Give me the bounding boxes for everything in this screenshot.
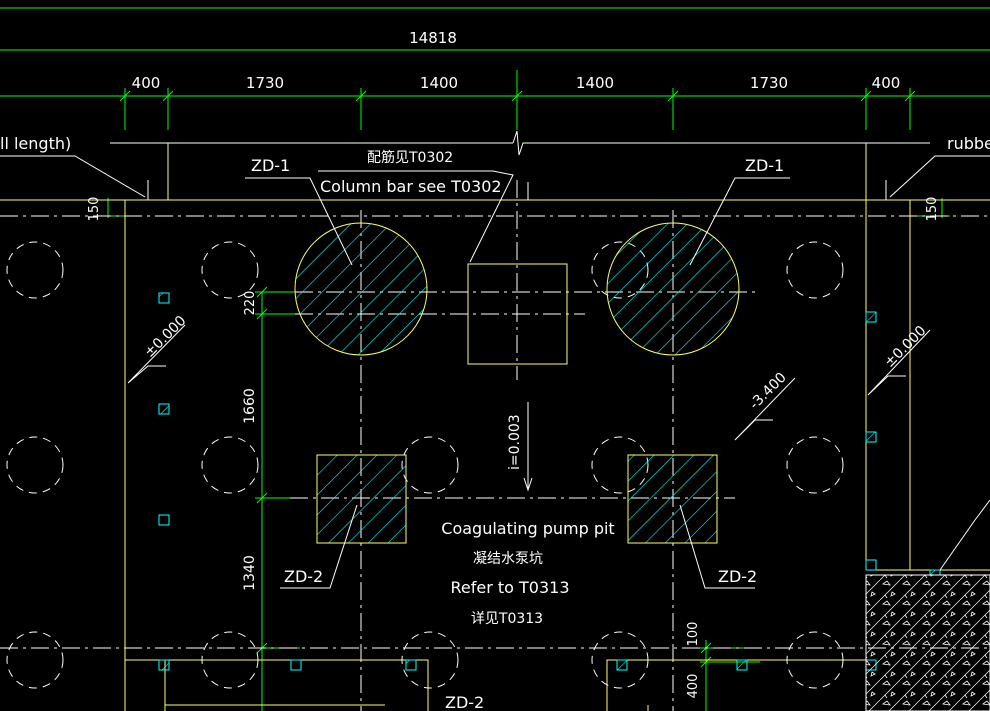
dim-seg-2: 1730 [246, 74, 284, 92]
wall-break-line [939, 499, 990, 571]
dim-seg-6: 400 [872, 74, 901, 92]
pit-refer-cn: 详见T0313 [471, 611, 543, 627]
embedded-parts [158, 292, 941, 671]
zd2-bottom-label: ZD-2 [445, 693, 484, 711]
dim-overall: 14818 [409, 29, 457, 47]
columns [294, 222, 740, 544]
pit-title-cn: 凝结水泵坑 [473, 551, 543, 567]
leader-lines [0, 155, 990, 589]
dimension-lines [0, 7, 990, 711]
column-zd2-right [627, 454, 718, 544]
left-wall-note: ll length) [0, 134, 71, 153]
column-zd1-left [294, 222, 428, 356]
dim-bottom-right-1: 100 [686, 622, 701, 647]
column-zd2-left [316, 454, 407, 544]
level-left: ±0.000 [142, 313, 190, 361]
zd2-left-label: ZD-2 [284, 567, 323, 586]
dim-seg-3: 1400 [420, 74, 458, 92]
right-wall-note: rubbe [947, 134, 990, 153]
dim-seg-1: 400 [132, 74, 161, 92]
column-zd1-right [606, 222, 740, 356]
dim-vert-1: 220 [243, 291, 258, 316]
dim-bottom-right-2: 400 [686, 674, 701, 699]
dim-right-offset: 150 [925, 197, 940, 222]
dim-seg-5: 1730 [750, 74, 788, 92]
dim-left-offset: 150 [87, 197, 102, 222]
dim-vert-3: 1340 [242, 555, 258, 591]
rebar-note-en: Column bar see T0302 [320, 177, 502, 196]
concrete-wall [865, 574, 990, 711]
pit-title-en: Coagulating pump pit [441, 519, 614, 538]
slope-label: i=0.003 [507, 414, 523, 470]
rebar-note-cn: 配筋见T0302 [367, 149, 453, 166]
pit-refer-en: Refer to T0313 [450, 578, 569, 597]
level-right: ±0.000 [882, 323, 930, 371]
pile-circles [6, 241, 844, 689]
dim-vert-2: 1660 [242, 388, 258, 424]
zd1-left-label: ZD-1 [251, 156, 290, 175]
zd2-right-label: ZD-2 [718, 567, 757, 586]
zd1-right-label: ZD-1 [745, 156, 784, 175]
dim-seg-4: 1400 [576, 74, 614, 92]
